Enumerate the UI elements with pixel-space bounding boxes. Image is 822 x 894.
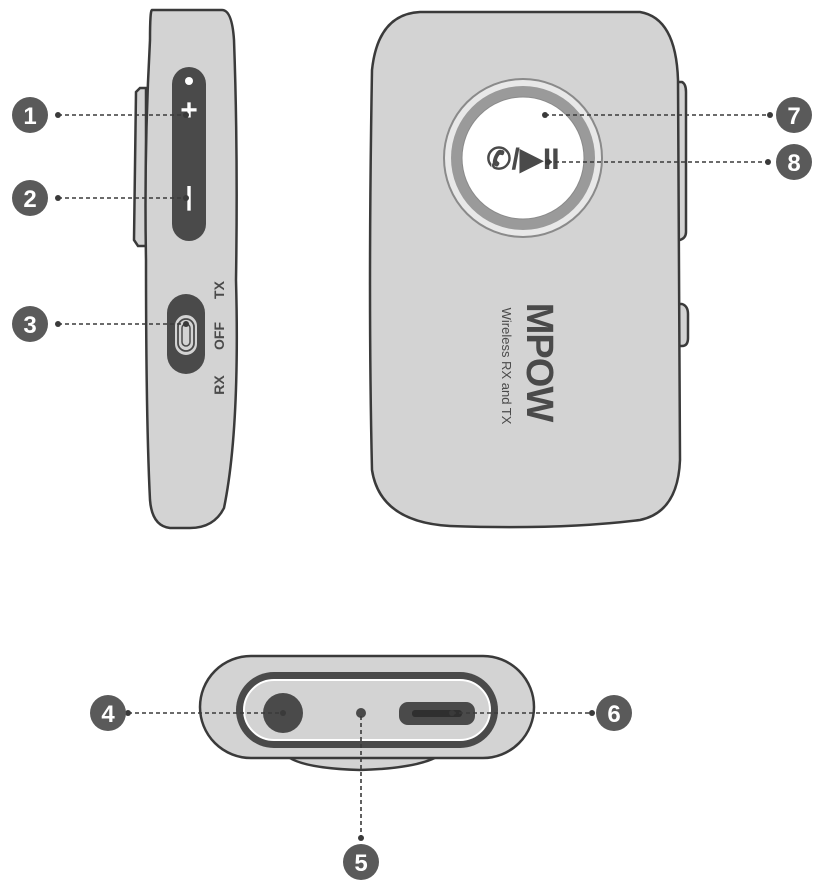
switch-label-off: OFF <box>211 322 227 350</box>
callout-badge-2: 2 <box>12 180 48 216</box>
svg-text:2: 2 <box>23 186 36 213</box>
mode-switch[interactable] <box>167 294 205 374</box>
svg-text:8: 8 <box>787 150 800 177</box>
switch-label-rx: RX <box>211 375 227 395</box>
switch-label-tx: TX <box>211 280 227 299</box>
brand-tagline: Wireless RX and TX <box>499 308 514 425</box>
brand-logo: MPOW <box>518 303 560 423</box>
bottom-view <box>198 654 536 772</box>
callout-leaders <box>58 114 770 838</box>
svg-text:5: 5 <box>354 850 367 877</box>
svg-text:6: 6 <box>607 701 620 728</box>
svg-text:4: 4 <box>101 701 115 728</box>
callout-badge-4: 4 <box>90 695 126 731</box>
microphone-hole <box>356 708 366 718</box>
svg-text:1: 1 <box>23 103 36 130</box>
svg-text:3: 3 <box>23 312 36 339</box>
callout-badge-6: 6 <box>596 695 632 731</box>
front-view: ✆/▶II MPOW Wireless RX and TX <box>368 10 690 529</box>
callout-badge-3: 3 <box>12 306 48 342</box>
volume-minus-button[interactable]: | <box>185 181 192 211</box>
callout-badge-7: 7 <box>776 97 812 133</box>
side-rear-strip <box>132 86 148 248</box>
callout-leader-dots <box>55 112 773 841</box>
svg-text:7: 7 <box>787 103 800 130</box>
callout-badge-8: 8 <box>776 144 812 180</box>
led-indicator-dot <box>185 77 193 85</box>
callout-badge-1: 1 <box>12 97 48 133</box>
playback-button[interactable] <box>461 96 585 220</box>
callout-badge-5: 5 <box>343 844 379 880</box>
volume-plus-button[interactable]: + <box>180 94 198 127</box>
side-body <box>144 8 239 530</box>
side-view: + | TX OFF RX <box>132 8 239 530</box>
